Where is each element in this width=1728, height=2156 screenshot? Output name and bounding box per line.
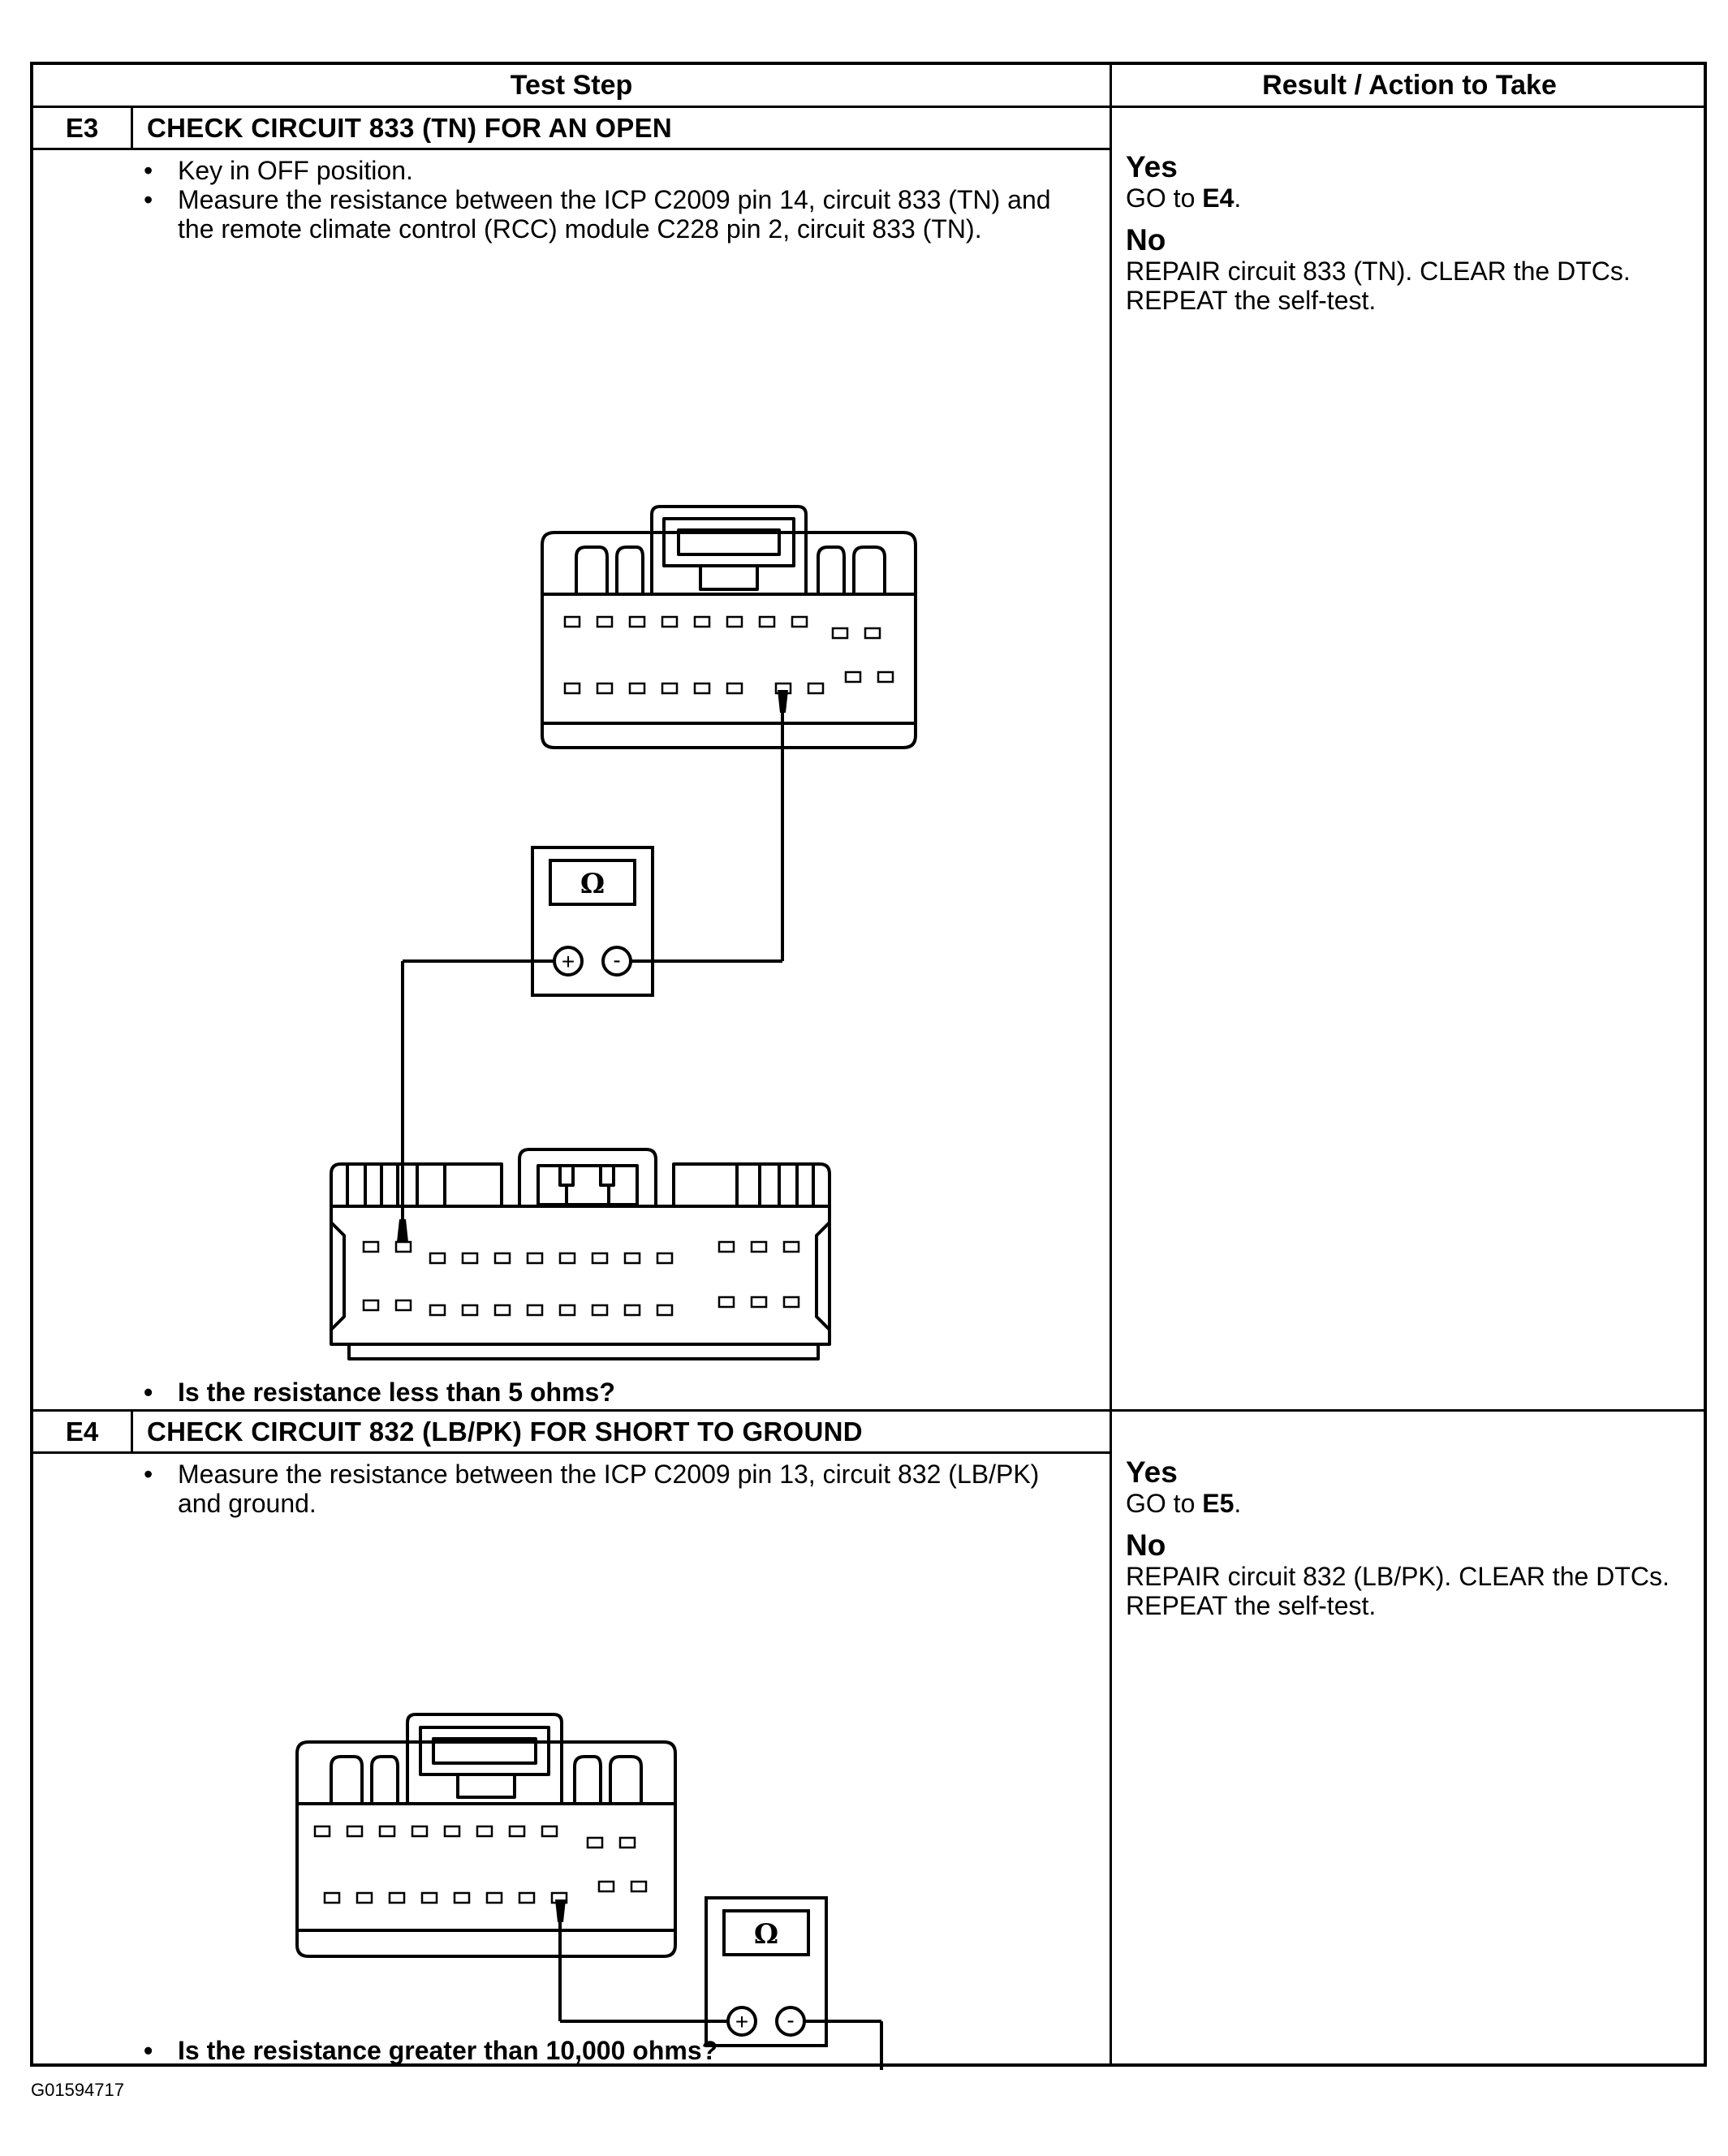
e4-id-divider — [131, 1409, 133, 1453]
plus-terminal: + — [562, 949, 575, 974]
e3-yes-action: GO to E4. — [1126, 183, 1242, 213]
e3-id-divider — [131, 106, 133, 149]
minus-terminal: - — [613, 947, 620, 972]
e3-no-action: REPAIR circuit 833 (TN). CLEAR the DTCs.… — [1126, 257, 1631, 315]
e4-section-divider — [33, 1409, 1707, 1412]
e4-question: Is the resistance greater than 10,000 oh… — [144, 2036, 1087, 2065]
e4-wiring-diagram: Ω + - — [295, 1713, 883, 2070]
ohm-symbol: Ω — [754, 1918, 778, 1951]
e4-title-divider — [33, 1451, 1110, 1454]
minus-terminal: - — [786, 2007, 794, 2033]
e3-bullet-1: Key in OFF position. — [144, 156, 1087, 185]
step-title-e4: CHECK CIRCUIT 832 (LB/PK) FOR SHORT TO G… — [147, 1416, 863, 1447]
header-test-step: Test Step — [510, 69, 633, 101]
e3-no-label: No — [1126, 223, 1166, 257]
e4-no-label: No — [1126, 1529, 1166, 1562]
e3-question: Is the resistance less than 5 ohms? — [144, 1378, 1087, 1407]
step-title-e3: CHECK CIRCUIT 833 (TN) FOR AN OPEN — [147, 113, 673, 143]
column-divider — [1110, 65, 1112, 2067]
e3-wiring-diagram: Ω + - — [330, 505, 917, 1360]
e3-bullet-2: Measure the resistance between the ICP C… — [144, 185, 1087, 244]
e3-result: Yes GO to E4. No REPAIR circuit 833 (TN)… — [1126, 150, 1694, 316]
e4-yes-label: Yes — [1126, 1455, 1178, 1489]
step-id-e4: E4 — [65, 1416, 99, 1447]
test-step-table: Test Step Result / Action to Take E3 CHE… — [30, 62, 1707, 2070]
e4-bullet-1: Measure the resistance between the ICP C… — [144, 1460, 1087, 1518]
e3-yes-target: E4 — [1202, 183, 1235, 213]
e4-no-action: REPAIR circuit 832 (LB/PK). CLEAR the DT… — [1126, 1562, 1670, 1620]
e3-title-divider — [33, 148, 1110, 150]
e4-yes-target: E5 — [1202, 1489, 1235, 1518]
e4-result: Yes GO to E5. No REPAIR circuit 832 (LB/… — [1126, 1455, 1694, 1621]
step-id-e3: E3 — [65, 113, 99, 143]
e4-yes-action: GO to E5. — [1126, 1489, 1242, 1518]
header-divider — [33, 106, 1707, 108]
header-result-action: Result / Action to Take — [1262, 69, 1557, 101]
ohm-symbol: Ω — [580, 868, 605, 900]
plus-terminal: + — [735, 2009, 748, 2034]
e3-yes-label: Yes — [1126, 150, 1178, 183]
figure-id: G01594717 — [31, 2080, 124, 2100]
